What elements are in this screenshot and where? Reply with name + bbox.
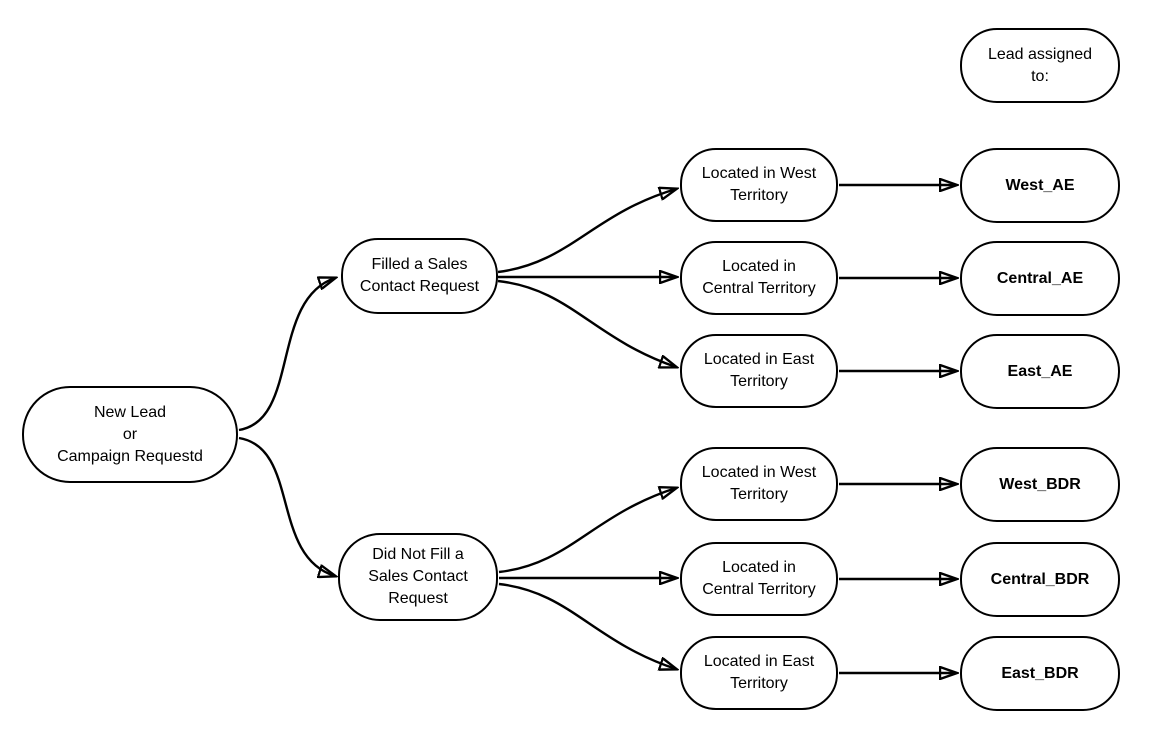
node-central-ae: Central_AE bbox=[960, 241, 1120, 316]
node-east-ae: East_AE bbox=[960, 334, 1120, 409]
edge-filled-to-west-territory bbox=[497, 189, 676, 274]
node-located-west-territory-bottom: Located in West Territory bbox=[680, 447, 838, 521]
node-located-west-territory-top: Located in West Territory bbox=[680, 148, 838, 222]
node-east-bdr: East_BDR bbox=[960, 636, 1120, 711]
node-did-not-fill-request: Did Not Fill a Sales Contact Request bbox=[338, 533, 498, 621]
node-central-bdr: Central_BDR bbox=[960, 542, 1120, 617]
edge-start-to-norequest bbox=[238, 436, 335, 576]
edge-start-to-filled bbox=[238, 278, 335, 432]
node-west-bdr: West_BDR bbox=[960, 447, 1120, 522]
node-filled-sales-contact-request: Filled a Sales Contact Request bbox=[341, 238, 498, 314]
node-located-central-territory-top: Located in Central Territory bbox=[680, 241, 838, 315]
node-west-ae: West_AE bbox=[960, 148, 1120, 223]
node-located-central-territory-bottom: Located in Central Territory bbox=[680, 542, 838, 616]
edge-norequest-to-west-territory bbox=[498, 488, 676, 574]
node-lead-assigned-to-header: Lead assigned to: bbox=[960, 28, 1120, 103]
node-located-east-territory-bottom: Located in East Territory bbox=[680, 636, 838, 710]
node-new-lead: New Lead or Campaign Requestd bbox=[22, 386, 238, 483]
edge-norequest-to-east-territory bbox=[498, 582, 676, 669]
node-located-east-territory-top: Located in East Territory bbox=[680, 334, 838, 408]
edge-filled-to-east-territory bbox=[497, 279, 676, 367]
